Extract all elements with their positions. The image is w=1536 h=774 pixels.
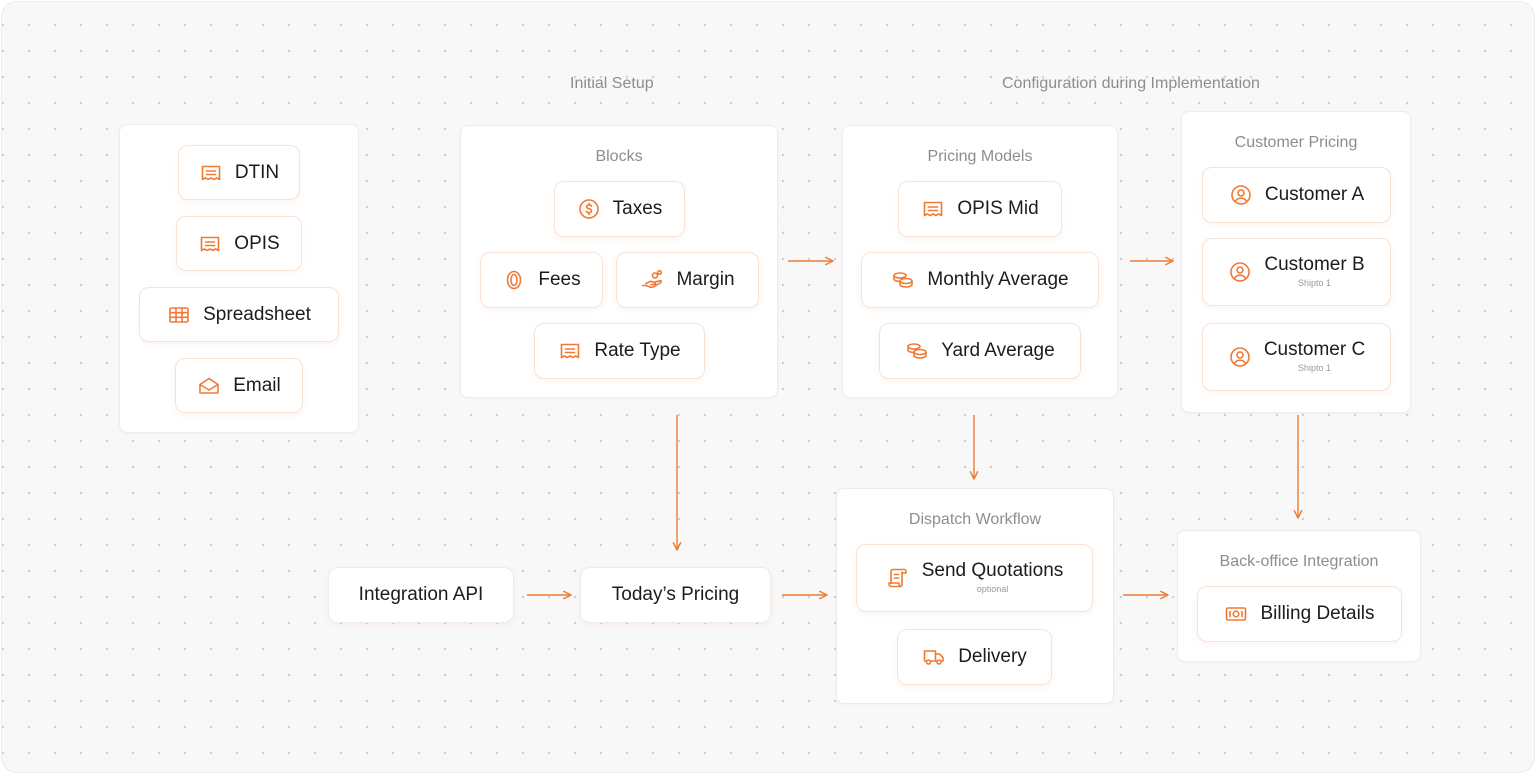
customer-label: Customer A <box>1264 184 1365 205</box>
receipt-icon <box>924 201 943 217</box>
customer-shipto: Shipto 1 <box>1297 363 1331 373</box>
block-fees[interactable]: Fees <box>480 252 603 308</box>
heading-initial-setup: Initial Setup <box>570 75 654 92</box>
receipt-icon <box>201 165 221 180</box>
coin-icon <box>507 270 522 290</box>
model-yard-average[interactable]: Yard Average <box>879 323 1081 379</box>
source-label: OPIS <box>234 232 280 254</box>
back-office-title: Back-office Integration <box>1219 553 1379 570</box>
customer-pricing-card: Customer Pricing Customer A Customer B S… <box>1181 111 1411 413</box>
model-label: OPIS Mid <box>957 198 1039 219</box>
dispatch-send-quotations[interactable]: Send Quotations optional <box>856 544 1093 612</box>
dispatch-delivery[interactable]: Delivery <box>897 629 1052 685</box>
block-margin[interactable]: Margin <box>616 252 759 308</box>
dispatch-label: Delivery <box>958 646 1027 667</box>
coins-stack-icon <box>893 272 914 288</box>
source-opis[interactable]: OPIS <box>176 216 302 271</box>
heading-configuration: Configuration during Implementation <box>1002 75 1260 92</box>
pricing-models-card: Pricing Models OPIS Mid Monthly Average … <box>842 125 1118 398</box>
blocks-card: Blocks Taxes Fees Margin Rate Type <box>460 125 778 398</box>
source-spreadsheet[interactable]: Spreadsheet <box>139 287 339 342</box>
dispatch-workflow-card: Dispatch Workflow Send Quotations option… <box>836 488 1114 704</box>
customer-shipto: Shipto 1 <box>1297 278 1332 288</box>
customer-label: Customer C <box>1263 339 1366 361</box>
truck-icon <box>923 650 944 665</box>
scroll-icon <box>887 568 907 588</box>
user-circle-icon <box>1230 347 1250 367</box>
source-dtin[interactable]: DTIN <box>178 145 300 200</box>
source-label: Email <box>233 374 281 396</box>
todays-pricing-label: Today’s Pricing <box>611 584 740 605</box>
source-label: DTIN <box>234 161 280 183</box>
source-label: Spreadsheet <box>203 303 311 325</box>
hand-coins-icon <box>642 269 663 289</box>
block-rate-type[interactable]: Rate Type <box>534 323 705 379</box>
back-office-billing-details[interactable]: Billing Details <box>1197 586 1402 642</box>
envelope-icon <box>199 377 220 394</box>
customer-pricing-title: Customer Pricing <box>1234 134 1358 151</box>
model-label: Yard Average <box>941 340 1055 361</box>
billing-label: Billing Details <box>1260 603 1375 624</box>
customer-a[interactable]: Customer A <box>1202 167 1391 223</box>
receipt-icon <box>561 343 580 359</box>
todays-pricing-node[interactable]: Today’s Pricing <box>580 567 771 623</box>
model-opis-mid[interactable]: OPIS Mid <box>898 181 1062 237</box>
source-email[interactable]: Email <box>175 358 303 413</box>
integration-api-node[interactable]: Integration API <box>328 567 514 623</box>
coins-stack-icon <box>907 343 928 359</box>
user-circle-icon <box>1231 185 1251 205</box>
dispatch-title: Dispatch Workflow <box>908 511 1042 528</box>
block-label: Margin <box>676 269 735 290</box>
block-label: Fees <box>538 269 581 290</box>
banknote-icon <box>1226 607 1247 621</box>
sources-card: DTIN OPIS Spreadsheet Email <box>119 124 359 433</box>
integration-api-label: Integration API <box>358 584 484 605</box>
user-circle-icon <box>1230 262 1251 282</box>
receipt-icon <box>200 236 220 251</box>
customer-b[interactable]: Customer B Shipto 1 <box>1202 238 1391 306</box>
block-label: Taxes <box>612 198 663 219</box>
model-label: Monthly Average <box>927 269 1069 290</box>
block-taxes[interactable]: Taxes <box>554 181 685 237</box>
pricing-models-title: Pricing Models <box>927 148 1033 165</box>
table-icon <box>169 306 189 323</box>
dispatch-optional-note: optional <box>976 584 1009 594</box>
back-office-card: Back-office Integration Billing Details <box>1177 530 1421 662</box>
dollar-coin-icon <box>578 199 599 219</box>
block-label: Rate Type <box>594 340 681 361</box>
customer-c[interactable]: Customer C Shipto 1 <box>1202 323 1391 391</box>
dispatch-label: Send Quotations <box>921 560 1064 582</box>
model-monthly-average[interactable]: Monthly Average <box>861 252 1099 308</box>
customer-label: Customer B <box>1264 254 1365 276</box>
blocks-title: Blocks <box>595 148 643 165</box>
